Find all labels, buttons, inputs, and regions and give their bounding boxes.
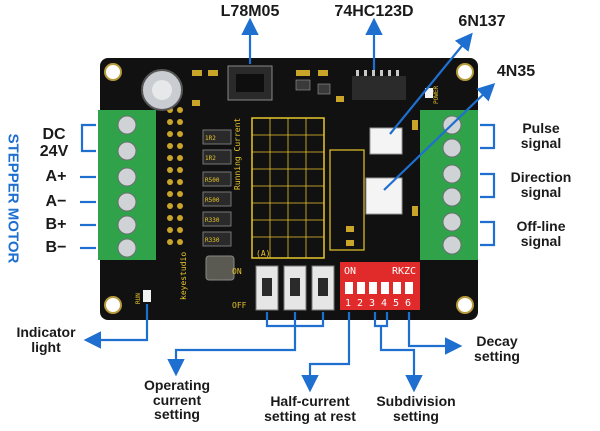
arrow-subdivision <box>373 312 414 388</box>
label-half-line2: setting at rest <box>264 407 356 424</box>
label-pulse-signal: Pulse signal <box>498 121 584 150</box>
label-b-plus: B+ <box>45 216 67 233</box>
arrow-indicator <box>83 304 149 349</box>
bracket-direction <box>480 172 496 199</box>
dip-num: 3 <box>369 298 375 309</box>
label-offline-line1: Off-line <box>516 218 566 234</box>
arrow-operating <box>176 312 325 372</box>
dip-rkzc-text: RKZC <box>392 266 416 277</box>
indicator-led <box>143 290 151 302</box>
label-direction-line1: Direction <box>510 169 572 185</box>
label-dc: DC 24V <box>34 126 74 161</box>
power-text: POWER <box>433 86 440 104</box>
label-half-current: Half-current setting at rest <box>242 394 378 423</box>
resistor-label: 1R2 <box>205 155 216 162</box>
label-subdivision: Subdivision setting <box>368 394 464 423</box>
label-pulse-line2: signal <box>520 134 562 151</box>
dip-num: 5 <box>393 298 399 309</box>
power-led <box>425 88 433 98</box>
label-indicator-light: Indicator light <box>8 325 84 354</box>
mounting-hole <box>456 63 474 81</box>
label-operating-line2: current <box>152 391 202 408</box>
label-4n35: 4N35 <box>496 63 536 80</box>
label-l78m05: L78M05 <box>220 3 280 20</box>
resistor-label: R330 <box>205 237 220 244</box>
arrow-6n137 <box>389 32 473 135</box>
brand-text: keyestudio <box>179 252 188 300</box>
arrow-half <box>301 312 351 393</box>
label-offline-signal: Off-line signal <box>498 219 584 248</box>
optocoupler-6n137 <box>369 127 403 155</box>
regulator-chip <box>227 65 273 101</box>
inductor <box>205 255 235 281</box>
label-half-line1: Half-current <box>270 393 350 409</box>
label-74hc123d: 74HC123D <box>334 3 414 20</box>
dip-num: 1 <box>345 298 351 309</box>
label-indicator-line1: Indicator <box>16 324 76 340</box>
switch-on-text: ON <box>232 267 242 276</box>
label-decay: Decay setting <box>462 334 532 363</box>
label-6n137: 6N137 <box>458 13 506 30</box>
label-a-minus: A− <box>45 193 67 210</box>
label-operating-current: Operating current setting <box>132 378 222 422</box>
current-dip-switch <box>255 265 335 311</box>
label-subdivision-line1: Subdivision <box>376 393 456 409</box>
label-a-plus: A+ <box>45 168 67 185</box>
table-title: Running Current <box>233 118 242 190</box>
switch-off-text: OFF <box>232 301 247 310</box>
label-subdivision-line2: setting <box>393 407 439 424</box>
mounting-hole <box>104 63 122 81</box>
ic-74hc123d <box>352 76 406 100</box>
label-dc-text: DC <box>42 126 66 143</box>
bracket-pulse <box>480 123 496 150</box>
pcb-board <box>100 58 478 320</box>
label-offline-line2: signal <box>520 232 562 249</box>
label-operating-line3: setting <box>154 406 200 423</box>
arrow-4n35 <box>383 82 496 191</box>
right-terminal-block <box>420 110 478 260</box>
label-direction-line2: signal <box>520 183 562 200</box>
table-unit: (A) <box>256 249 270 258</box>
dip-on-text: ON <box>344 266 356 277</box>
resistor-label: R330 <box>205 217 220 224</box>
label-pulse-line1: Pulse <box>522 120 560 136</box>
dip-num: 2 <box>357 298 363 309</box>
label-indicator-line2: light <box>31 338 61 355</box>
bracket-dc <box>80 123 96 153</box>
optocoupler-4n35 <box>365 177 403 215</box>
dip-num: 4 <box>381 298 387 309</box>
label-decay-line1: Decay <box>476 333 518 349</box>
mounting-hole <box>104 296 122 314</box>
resistor-label: R500 <box>205 177 220 184</box>
bracket-offline <box>480 220 496 247</box>
resistor-label: R500 <box>205 197 220 204</box>
dip-num: 6 <box>405 298 411 309</box>
label-voltage-text: 24V <box>39 142 69 160</box>
mounting-hole <box>456 296 474 314</box>
label-operating-line1: Operating <box>143 377 211 393</box>
label-decay-line2: setting <box>474 347 520 364</box>
run-text: RUN <box>135 293 142 304</box>
label-direction-signal: Direction signal <box>498 170 584 199</box>
resistor-label: 1R2 <box>205 135 216 142</box>
arrow-decay <box>407 312 463 355</box>
label-b-minus: B− <box>45 239 67 256</box>
